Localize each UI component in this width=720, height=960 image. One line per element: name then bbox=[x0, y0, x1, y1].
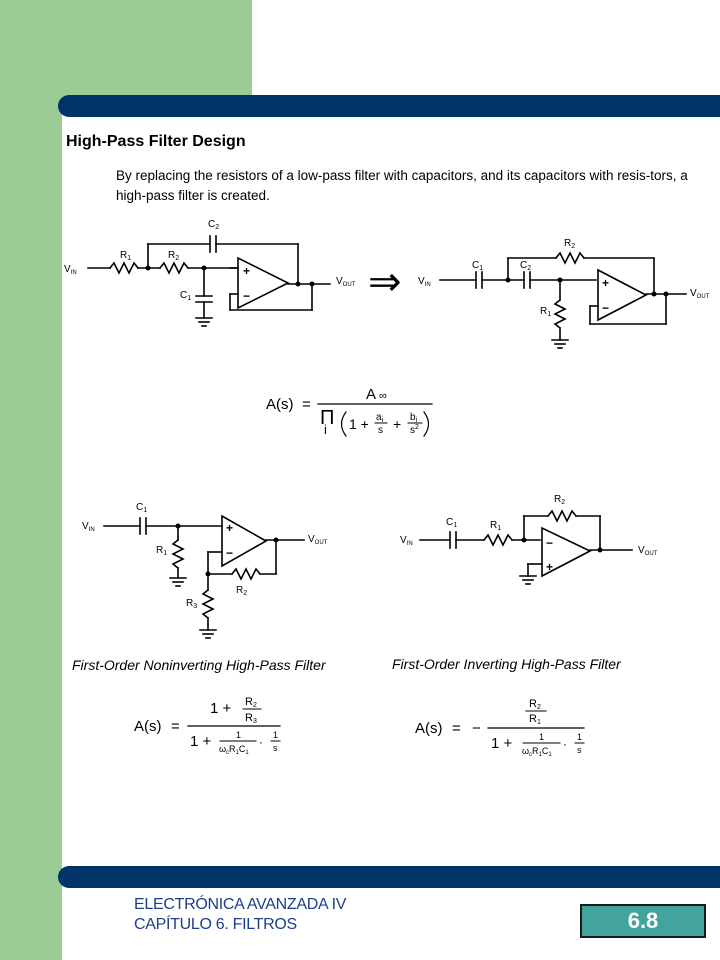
noninv-one-b: 1 bbox=[273, 730, 278, 740]
noninv-dot: · bbox=[259, 735, 263, 749]
general-s2: s2 bbox=[410, 424, 419, 436]
noninv-den-one-plus: 1 + bbox=[190, 733, 212, 750]
left-green-strip bbox=[0, 0, 62, 960]
vin-label-3: VIN bbox=[82, 521, 95, 533]
vin-label-4: VIN bbox=[400, 535, 413, 547]
content-corner bbox=[62, 117, 92, 147]
noninv-one: 1 bbox=[236, 730, 241, 740]
inv-lhs: A(s) bbox=[415, 720, 443, 737]
general-plus: + bbox=[393, 416, 401, 432]
r2-label: R2 bbox=[168, 250, 179, 262]
r3-label-3: R3 bbox=[186, 598, 197, 610]
general-one-plus: 1 + bbox=[349, 416, 369, 432]
inv-omega-rc: ωcR1C1 bbox=[522, 746, 552, 758]
general-index: i bbox=[324, 422, 327, 437]
r1-label-4: R1 bbox=[490, 520, 501, 532]
footer-text: ELECTRÓNICA AVANZADA IV CAPÍTULO 6. FILT… bbox=[134, 895, 346, 935]
noninv-omega-rc: ωcR1C1 bbox=[219, 744, 249, 756]
caption-noninverting: First-Order Noninverting High-Pass Filte… bbox=[72, 657, 326, 673]
inv-neg: − bbox=[472, 720, 481, 737]
general-product: Π bbox=[320, 407, 334, 429]
inv-den-one-plus: 1 + bbox=[491, 735, 513, 752]
top-green-block bbox=[0, 0, 252, 108]
inv-eq: = bbox=[452, 720, 461, 737]
footer-line-2: CAPÍTULO 6. FILTROS bbox=[134, 916, 297, 933]
vout-label-4: VOUT bbox=[638, 545, 658, 557]
general-eq: = bbox=[302, 396, 311, 413]
opamp-minus: − bbox=[243, 289, 250, 303]
opamp4-plus: + bbox=[546, 560, 553, 574]
opamp-plus: + bbox=[243, 264, 250, 278]
noninv-r3: R3 bbox=[245, 712, 257, 725]
inverting-circuit bbox=[419, 509, 633, 585]
slide-title: High-Pass Filter Design bbox=[66, 133, 246, 150]
noninv-r2: R2 bbox=[245, 696, 257, 709]
inv-one: 1 bbox=[539, 732, 544, 742]
noninv-eq: = bbox=[171, 718, 180, 735]
general-a: ai bbox=[376, 412, 384, 424]
opamp4-minus: − bbox=[546, 536, 553, 550]
c1-label-2: C1 bbox=[472, 260, 483, 272]
noninverting-formula: A(s) = 1 + R2 R3 1 + 1 ωcR1C1 · 1 s bbox=[134, 696, 281, 756]
opamp2-plus: + bbox=[602, 276, 609, 290]
transform-arrow: ⇒ bbox=[368, 260, 402, 304]
c1-label: C1 bbox=[180, 290, 191, 302]
inv-r2: R2 bbox=[529, 698, 541, 711]
r1-label: R1 bbox=[120, 250, 131, 262]
general-b: bi bbox=[410, 412, 418, 424]
top-header-bar bbox=[58, 95, 720, 117]
r2-label-3: R2 bbox=[236, 585, 247, 597]
noninv-lhs: A(s) bbox=[134, 718, 162, 735]
caption-inverting: First-Order Inverting High-Pass Filter bbox=[392, 656, 621, 672]
noninv-s: s bbox=[273, 743, 278, 753]
vout-label-2: VOUT bbox=[690, 288, 710, 300]
inv-s: s bbox=[577, 745, 582, 755]
lowpass-circuit bbox=[87, 235, 331, 327]
c1-label-4: C1 bbox=[446, 517, 457, 529]
noninverting-circuit bbox=[103, 514, 305, 639]
general-s: s bbox=[378, 425, 383, 436]
c2-label: C2 bbox=[208, 219, 219, 231]
inv-dot: · bbox=[563, 737, 567, 751]
inverting-formula: A(s) = − R2 R1 1 + 1 ωcR1C1 · 1 s bbox=[415, 698, 585, 758]
noninv-num-one-plus: 1 + bbox=[210, 700, 232, 717]
r2-label-2: R2 bbox=[564, 238, 575, 250]
opamp3-plus: + bbox=[226, 521, 233, 535]
general-numerator: A∞ bbox=[366, 386, 387, 403]
general-lhs: A(s) bbox=[266, 396, 294, 413]
opamp2-minus: − bbox=[602, 301, 609, 315]
general-formula: A(s) = A∞ Π i 1 + ai s + bi s2 bbox=[266, 386, 433, 437]
page-number: 6.8 bbox=[580, 904, 706, 938]
vin-label-2: VIN bbox=[418, 276, 431, 288]
inv-one-b: 1 bbox=[577, 732, 582, 742]
footer-line-1: ELECTRÓNICA AVANZADA IV bbox=[134, 896, 347, 913]
vout-label: VOUT bbox=[336, 276, 356, 288]
inv-r1: R1 bbox=[529, 713, 541, 726]
intro-paragraph: By replacing the resistors of a low-pass… bbox=[116, 168, 688, 203]
r1-label-2: R1 bbox=[540, 306, 551, 318]
r1-label-3: R1 bbox=[156, 545, 167, 557]
c1-label-3: C1 bbox=[136, 502, 147, 514]
highpass-circuit bbox=[439, 251, 687, 349]
c2-label-2: C2 bbox=[520, 260, 531, 272]
vout-label-3: VOUT bbox=[308, 534, 328, 546]
opamp3-minus: − bbox=[226, 546, 233, 560]
bottom-footer-bar bbox=[58, 866, 720, 888]
vin-label: VIN bbox=[64, 264, 77, 276]
r2-label-4: R2 bbox=[554, 494, 565, 506]
